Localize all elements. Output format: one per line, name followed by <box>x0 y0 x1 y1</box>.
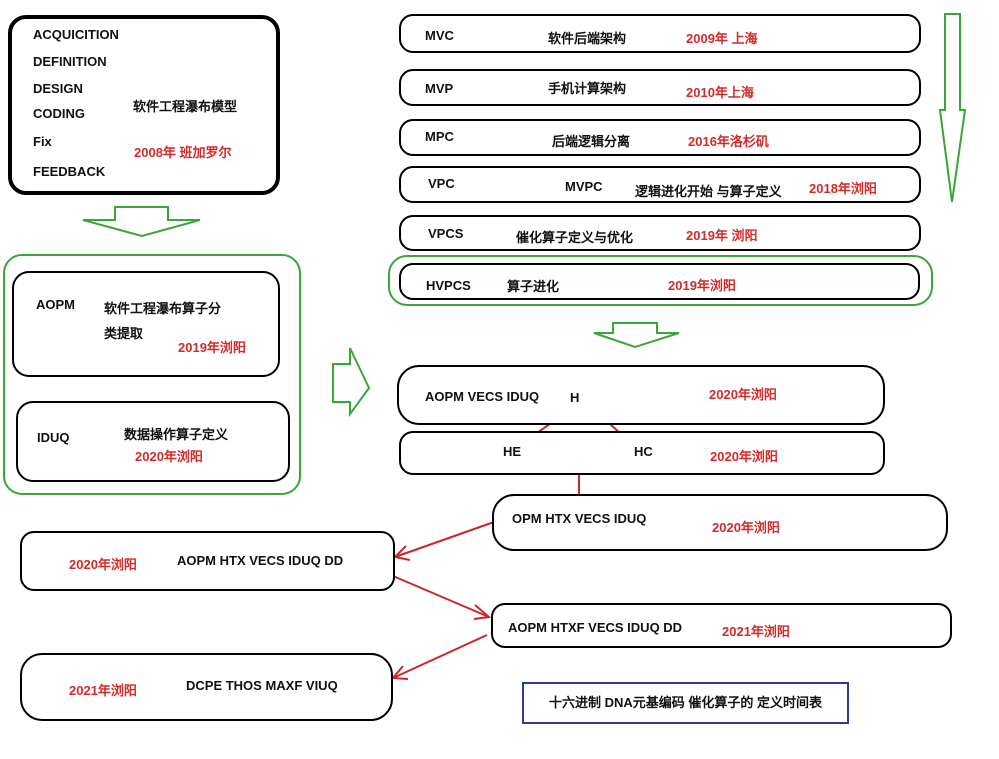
timeline-name: VPCS <box>428 226 464 241</box>
opm-date: 2020年浏阳 <box>712 520 780 535</box>
waterfall-step-design: DESIGN <box>33 81 83 96</box>
dd-date: 2020年浏阳 <box>69 557 137 572</box>
aopm-desc-line2: 类提取 <box>104 326 144 341</box>
opm-label: OPM HTX VECS IDUQ <box>512 511 647 526</box>
merge-date: 2020年浏阳 <box>709 387 777 402</box>
waterfall-step-definition: DEFINITION <box>33 54 107 69</box>
legend-box-outline <box>522 682 849 724</box>
timeline-desc: 后端逻辑分离 <box>552 134 631 149</box>
branch-date: 2020年浏阳 <box>710 449 778 464</box>
timeline-name: HVPCS <box>426 278 471 293</box>
iduq-box-outline <box>16 401 290 482</box>
merge-label: AOPM VECS IDUQ <box>425 389 540 404</box>
dd-label: AOPM HTX VECS IDUQ DD <box>177 553 344 568</box>
timeline-item-vpcs: VPCS 催化算子定义与优化 2019年 浏阳 <box>399 215 921 251</box>
waterfall-step-feedback: FEEDBACK <box>33 164 106 179</box>
htxf-box: AOPM HTXF VECS IDUQ DD 2021年浏阳 <box>491 603 952 648</box>
connector-opm-dd <box>394 521 495 558</box>
left-green-group-outline <box>3 254 301 495</box>
htxf-date: 2021年浏阳 <box>722 624 790 639</box>
connector-dd-htxf <box>392 575 490 618</box>
green-down-arrow-icon-2 <box>593 322 680 349</box>
timeline-desc: 算子进化 <box>507 279 560 294</box>
timeline-name: VPC <box>428 176 455 191</box>
timeline-date: 2019年 浏阳 <box>686 228 758 243</box>
dd-box: 2020年浏阳 AOPM HTX VECS IDUQ DD <box>20 531 395 591</box>
timeline-desc: 手机计算架构 <box>548 81 627 96</box>
waterfall-step-coding: CODING <box>33 106 85 121</box>
arrowhead-icon-3 <box>390 665 409 680</box>
timeline-name: MVC <box>425 28 454 43</box>
timeline-desc: 催化算子定义与优化 <box>516 230 634 245</box>
aopm-date: 2019年浏阳 <box>178 340 246 355</box>
merge-h: H <box>570 390 580 405</box>
timeline-item-hvpcs: HVPCS 算子进化 2019年浏阳 <box>399 263 920 300</box>
timeline-name: MVP <box>425 81 454 96</box>
timeline-name: MPC <box>425 129 454 144</box>
timeline-down-arrow-icon <box>938 13 967 203</box>
green-down-arrow-icon <box>82 206 201 238</box>
dcpe-label: DCPE THOS MAXF VIUQ <box>186 678 338 693</box>
hvpcs-green-outline <box>388 255 933 306</box>
timeline-desc: 逻辑进化开始 与算子定义 <box>635 184 782 199</box>
iduq-name: IDUQ <box>37 430 70 445</box>
branch-he: HE <box>503 444 522 459</box>
iduq-date: 2020年浏阳 <box>135 449 203 464</box>
green-right-arrow-icon <box>332 347 371 418</box>
timeline-item-mvc: MVC 软件后端架构 2009年 上海 <box>399 14 921 53</box>
timeline-item-mpc: MPC 后端逻辑分离 2016年洛杉矶 <box>399 119 921 156</box>
branch-hc: HC <box>634 444 653 459</box>
dcpe-date: 2021年浏阳 <box>69 683 137 698</box>
arrowhead-icon-2 <box>473 604 492 620</box>
htxf-label: AOPM HTXF VECS IDUQ DD <box>508 620 683 635</box>
branch-box: HE HC 2020年浏阳 <box>399 431 885 475</box>
waterfall-step-acquicition: ACQUICITION <box>33 27 119 42</box>
aopm-desc-line1: 软件工程瀑布算子分 <box>104 301 222 316</box>
waterfall-box-outline <box>8 15 280 195</box>
timeline-date: 2016年洛杉矶 <box>688 134 769 149</box>
connector-htxf-dcpe <box>392 634 488 679</box>
opm-box: OPM HTX VECS IDUQ 2020年浏阳 <box>492 494 948 551</box>
timeline-item-mvp: MVP 手机计算架构 2010年上海 <box>399 69 921 106</box>
aopm-name: AOPM <box>36 297 75 312</box>
legend-title: 十六进制 DNA元基编码 催化算子的 定义时间表 <box>548 695 822 710</box>
timeline-item-vpc: VPC MVPC 逻辑进化开始 与算子定义 2018年浏阳 <box>399 166 921 203</box>
merge-box: AOPM VECS IDUQ H 2020年浏阳 <box>397 365 885 425</box>
timeline-date: 2010年上海 <box>686 85 754 100</box>
iduq-desc: 数据操作算子定义 <box>124 427 229 442</box>
timeline-date: 2019年浏阳 <box>668 278 736 293</box>
timeline-sub: MVPC <box>565 179 603 194</box>
arrowhead-icon <box>392 545 411 561</box>
timeline-date: 2018年浏阳 <box>809 181 877 196</box>
timeline-date: 2009年 上海 <box>686 31 758 46</box>
waterfall-step-fix: Fix <box>33 134 52 149</box>
dcpe-box: 2021年浏阳 DCPE THOS MAXF VIUQ <box>20 653 393 721</box>
timeline-desc: 软件后端架构 <box>548 31 627 46</box>
aopm-box-outline <box>12 271 280 377</box>
waterfall-date: 2008年 班加罗尔 <box>134 145 232 160</box>
waterfall-title: 软件工程瀑布模型 <box>133 99 238 114</box>
